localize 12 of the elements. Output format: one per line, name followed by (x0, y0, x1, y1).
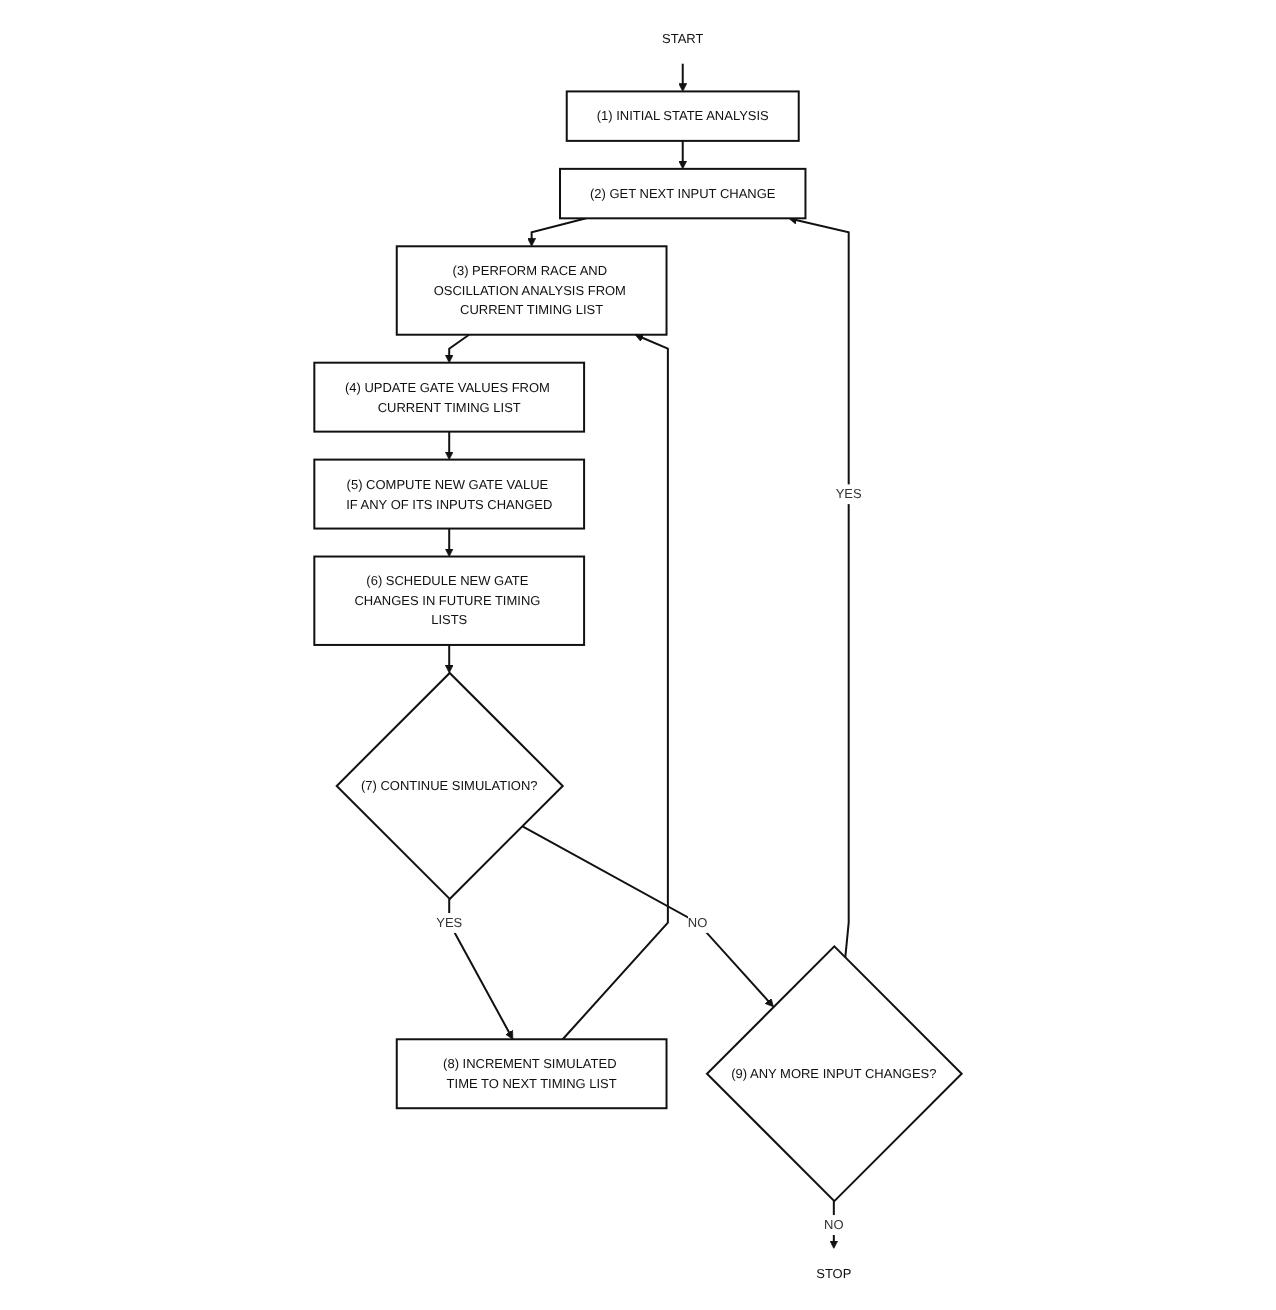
arrow (444, 526, 454, 556)
arrow (678, 138, 688, 169)
arrow (521, 824, 774, 1007)
arrow (444, 642, 454, 673)
arrow (561, 332, 669, 1040)
arrow (788, 214, 850, 958)
arrow (527, 216, 588, 246)
arrow (829, 1199, 839, 1248)
arrow (444, 429, 454, 459)
arrow (444, 332, 470, 363)
arrow (448, 896, 514, 1039)
arrow (678, 61, 688, 91)
